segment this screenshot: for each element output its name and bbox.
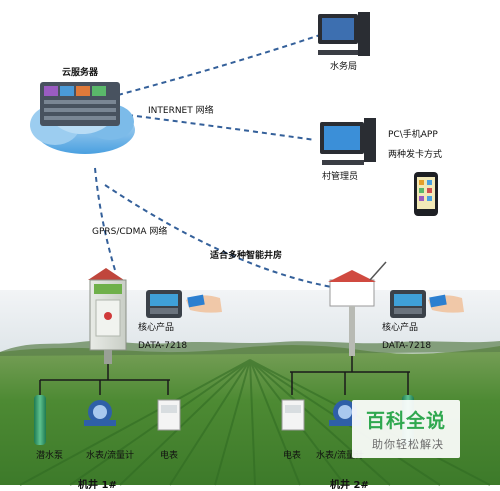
wiring bbox=[39, 356, 410, 395]
water-meter-icon-2 bbox=[329, 400, 361, 426]
water-meter-label-1: 水表/流量计 bbox=[86, 451, 135, 461]
water-bureau-label: 水务局 bbox=[330, 62, 358, 72]
electric-meter-icon-2 bbox=[281, 399, 305, 431]
watermark-title: 百科全说 bbox=[366, 410, 447, 432]
computer-icon-bureau bbox=[318, 12, 370, 56]
link-to-well2 bbox=[104, 184, 351, 291]
core-device-icon-2 bbox=[390, 290, 464, 318]
pump-label: 潜水泵 bbox=[36, 451, 64, 461]
network-links bbox=[94, 34, 351, 291]
internet-link-label: INTERNET 网络 bbox=[148, 106, 214, 116]
cloud-server-label: 云服务器 bbox=[62, 68, 99, 78]
pump-icon-1 bbox=[34, 395, 46, 445]
water-meter-icon-1 bbox=[84, 400, 116, 426]
link-to-bureau bbox=[117, 34, 321, 96]
electric-meter-icon-1 bbox=[157, 399, 181, 431]
model-label-2: DATA-7218 bbox=[382, 341, 432, 351]
well-cabinet-2 bbox=[328, 261, 387, 356]
core-device-icon-1 bbox=[146, 290, 222, 318]
watermark-badge: 百科全说 助你轻松解决 bbox=[352, 400, 460, 458]
computer-icon-village bbox=[320, 118, 376, 165]
crop-rows bbox=[19, 359, 491, 486]
core-product-label-2: 核心产品 bbox=[382, 323, 419, 333]
pc-app-label: PC\手机APP bbox=[388, 130, 438, 140]
electric-meter-label-2: 电表 bbox=[283, 451, 302, 461]
phone-icon bbox=[414, 172, 438, 216]
watermark-subtitle: 助你轻松解决 bbox=[372, 438, 444, 451]
link-to-well1 bbox=[94, 167, 116, 271]
electric-meter-label-1: 电表 bbox=[160, 451, 179, 461]
cloud-server-icon bbox=[30, 82, 135, 154]
village-admin-label: 村管理员 bbox=[322, 172, 359, 182]
water-meter-label-2: 水表/流量计 bbox=[316, 451, 365, 461]
model-label-1: DATA-7218 bbox=[138, 341, 188, 351]
gprs-link-label: GPRS/CDMA 网络 bbox=[92, 227, 168, 237]
well-label-2: 机井 2# bbox=[330, 480, 369, 491]
card-methods-label: 两种发卡方式 bbox=[388, 150, 443, 160]
core-product-label-1: 核心产品 bbox=[138, 323, 175, 333]
suitable-wells-label: 适合多种智能井房 bbox=[210, 251, 283, 261]
well-cabinet-1 bbox=[88, 268, 127, 364]
well-label-1: 机井 1# bbox=[78, 480, 117, 491]
link-to-village bbox=[127, 114, 316, 141]
